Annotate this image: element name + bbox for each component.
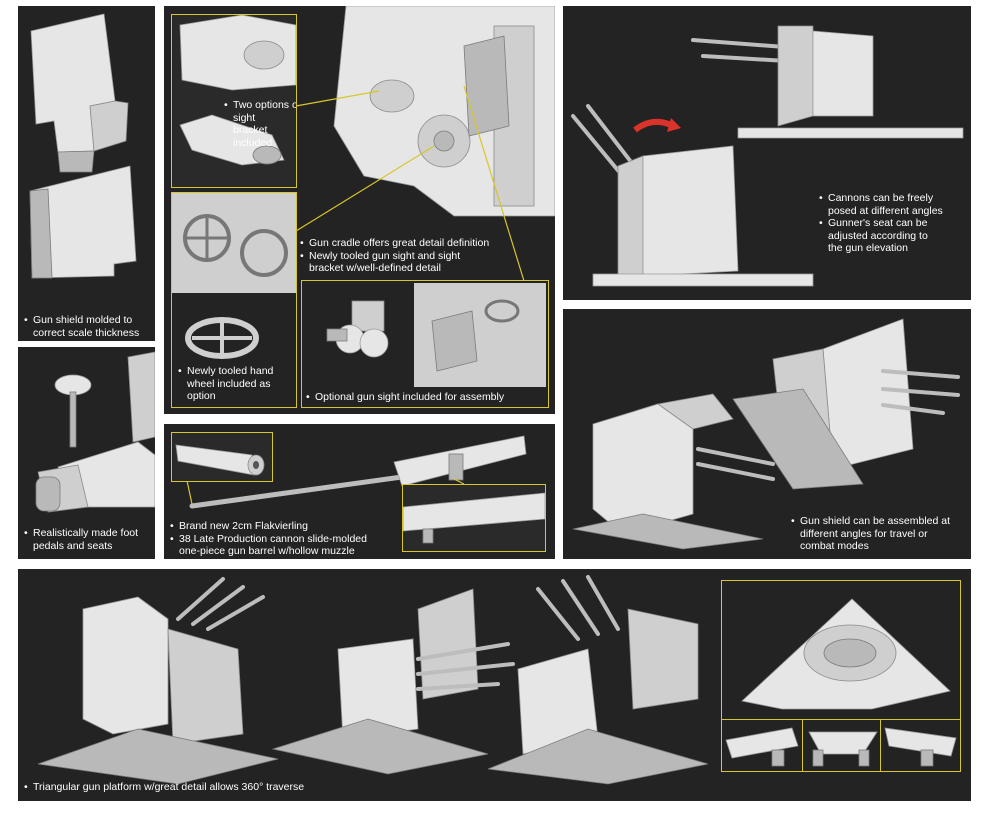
caption-line: Gun shield can be assembled at — [791, 515, 969, 528]
inset-platform-leg-1 — [721, 719, 804, 772]
panel-foot-pedals: Realistically made foot pedals and seats — [18, 347, 155, 559]
caption-line: bracket w/well-defined detail — [309, 262, 441, 274]
caption-line: Gun cradle offers great detail definitio… — [300, 237, 550, 250]
inset-platform-top — [721, 580, 961, 721]
caption-line: Cannons can be freely — [819, 192, 969, 205]
caption-sight-bracket: Two options of sight bracket included — [224, 99, 296, 149]
caption-line: option — [187, 390, 216, 402]
caption-line: one-piece gun barrel w/hollow muzzle — [179, 545, 355, 557]
muzzle-illustration — [172, 433, 272, 481]
caption-line: Optional gun sight included for assembly — [306, 391, 546, 404]
caption-line: wheel included as — [187, 377, 271, 390]
caption-line: pedals and seats — [33, 539, 113, 552]
caption-line: Triangular gun platform w/great detail a… — [24, 781, 424, 794]
inset-sight-bracket: Two options of sight bracket included — [171, 14, 297, 188]
caption-line: 38 Late Production cannon slide-molded — [170, 533, 400, 546]
sight-bracket-illustration — [172, 15, 296, 187]
caption-line: adjusted according to — [828, 229, 928, 242]
inset-optional-sight: Optional gun sight included for assembly — [301, 280, 549, 408]
cannon-elevation-illustration — [571, 25, 964, 287]
caption-line: correct scale thickness — [33, 326, 140, 339]
caption-line: combat modes — [800, 540, 869, 552]
panel-gun-shield: Gun shield molded to correct scale thick… — [18, 6, 155, 341]
optional-sight-illustration — [326, 283, 546, 387]
caption-line: different angles for travel or — [800, 527, 928, 540]
inset-platform-leg-2 — [802, 719, 882, 772]
panel-triangular-platform: Triangular gun platform w/great detail a… — [18, 569, 971, 801]
platform-leg-illustration — [725, 727, 799, 767]
caption-line: Realistically made foot — [24, 527, 154, 540]
panel-cannon-elevation: Cannons can be freely posed at different… — [563, 6, 971, 300]
caption-line: Gunner's seat can be — [819, 217, 969, 230]
caption-foot-pedals: Realistically made foot pedals and seats — [24, 527, 154, 552]
caption-line: the gun elevation — [828, 242, 908, 254]
caption-shield-thickness: Gun shield molded to correct scale thick… — [24, 314, 154, 339]
gun-barrel-illustration — [185, 435, 527, 509]
inset-hand-wheel: Newly tooled hand wheel included as opti… — [171, 192, 297, 408]
caption-line: Newly tooled hand — [178, 365, 293, 378]
gun-cradle-illustration — [295, 6, 555, 282]
hand-wheel-illustration — [172, 193, 296, 359]
caption-line: Brand new 2cm Flakvierling — [170, 520, 400, 533]
caption-line: posed at different angles — [828, 204, 943, 217]
caption-platform: Triangular gun platform w/great detail a… — [24, 781, 424, 794]
inset-barrel-detail — [402, 484, 546, 552]
barrel-detail-illustration — [403, 485, 545, 551]
platform-leg-illustration — [808, 731, 878, 767]
caption-line: Newly tooled gun sight and sight — [300, 250, 550, 263]
inset-platform-leg-3 — [880, 719, 961, 772]
red-curved-arrow-icon — [633, 118, 675, 133]
caption-line: Gun shield molded to — [24, 314, 154, 327]
caption-optional-sight: Optional gun sight included for assembly — [306, 391, 546, 404]
caption-hand-wheel: Newly tooled hand wheel included as opti… — [178, 365, 293, 403]
inset-hollow-muzzle — [171, 432, 273, 482]
platform-guns-illustration — [37, 575, 709, 785]
panel-gun-barrel: Brand new 2cm Flakvierling 38 Late Produ… — [164, 424, 555, 559]
caption-gun-barrel: Brand new 2cm Flakvierling 38 Late Produ… — [170, 520, 400, 558]
caption-cannon-elevation: Cannons can be freely posed at different… — [819, 192, 969, 255]
caption-gun-cradle: Gun cradle offers great detail definitio… — [300, 237, 550, 275]
platform-top-illustration — [741, 598, 951, 710]
gun-shield-illustration — [29, 13, 137, 279]
seat-pedal-illustration — [35, 351, 155, 513]
travel-combat-illustration — [572, 318, 960, 550]
caption-line: Two options of sight — [224, 99, 296, 124]
caption-line: bracket included — [233, 124, 273, 149]
platform-leg-illustration — [884, 727, 957, 767]
caption-travel-combat: Gun shield can be assembled at different… — [791, 515, 969, 553]
panel-travel-combat: Gun shield can be assembled at different… — [563, 309, 971, 559]
panel-gun-cradle: Two options of sight bracket included Ne… — [164, 6, 555, 414]
